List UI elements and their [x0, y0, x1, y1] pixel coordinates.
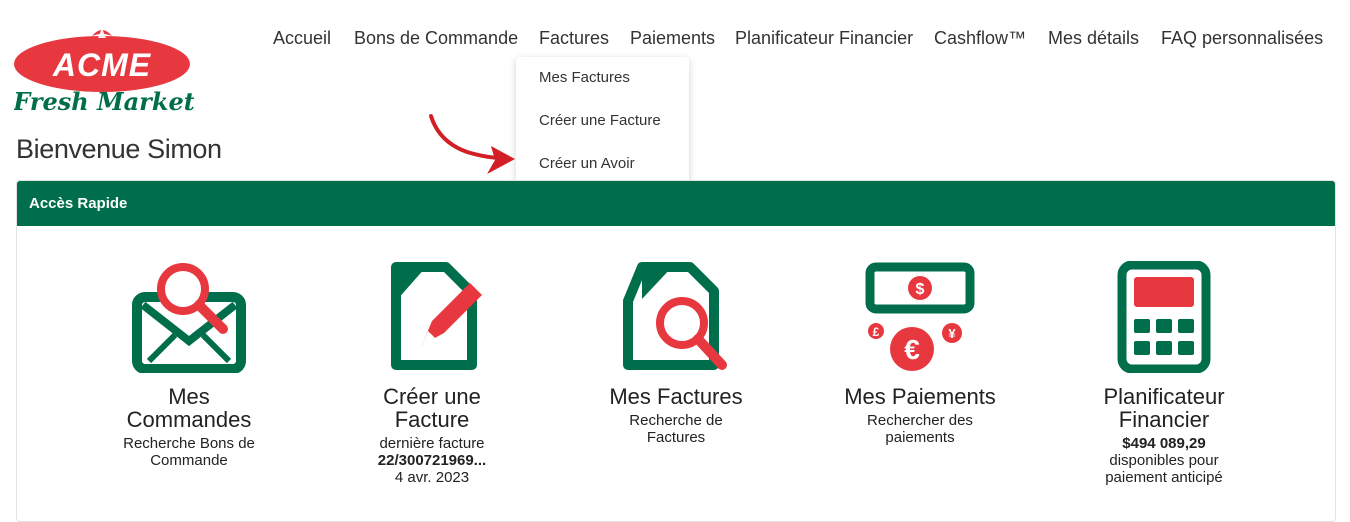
quick-access-title: Accès Rapide	[17, 181, 1335, 226]
available-amount: $494 089,29	[1122, 435, 1206, 452]
last-invoice-date: 4 avr. 2023	[394, 469, 470, 486]
tile-title: Mes Factures	[609, 384, 743, 409]
document-pencil-icon	[391, 262, 482, 370]
nav-planificateur-financier[interactable]: Planificateur Financier	[735, 28, 914, 48]
main-nav: Accueil Bons de Commande Factures Paieme…	[0, 27, 1350, 51]
nav-accueil[interactable]: Accueil	[273, 28, 332, 48]
nav-bons-de-commande[interactable]: Bons de Commande	[354, 28, 519, 48]
last-invoice-number: 22/300721969...	[377, 452, 487, 469]
menu-item-mes-factures[interactable]: Mes Factures	[539, 69, 630, 86]
nav-paiements[interactable]: Paiements	[630, 28, 716, 48]
nav-faq-personnalisees[interactable]: FAQ personnalisées	[1161, 28, 1324, 48]
svg-text:¥: ¥	[948, 326, 956, 341]
red-arrow-annotation	[429, 114, 515, 174]
nav-factures[interactable]: Factures	[539, 28, 610, 48]
nav-mes-details[interactable]: Mes détails	[1048, 28, 1140, 48]
menu-item-creer-un-avoir[interactable]: Créer un Avoir	[539, 155, 635, 172]
welcome-heading: Bienvenue Simon	[16, 134, 222, 164]
tile-subtitle: dernière facture	[379, 435, 485, 452]
menu-item-creer-une-facture[interactable]: Créer une Facture	[539, 112, 661, 129]
svg-text:€: €	[904, 334, 920, 365]
svg-text:£: £	[873, 325, 880, 339]
acme-fresh-market-logo[interactable]: ACME Fresh Market	[14, 24, 194, 114]
factures-dropdown-menu: Mes Factures Créer une Facture Créer un …	[516, 57, 689, 185]
document-search-icon	[623, 262, 727, 370]
calculator-icon	[1117, 261, 1211, 373]
nav-cashflow[interactable]: Cashflow™	[934, 28, 1027, 48]
tile-title: Mes Paiements	[844, 384, 996, 409]
svg-text:$: $	[916, 281, 925, 298]
svg-text:Fresh Market: Fresh Market	[14, 87, 194, 114]
currency-icon: $ £ ¥ €	[865, 262, 975, 371]
svg-text:ACME: ACME	[52, 47, 152, 83]
envelope-search-icon	[132, 263, 246, 373]
